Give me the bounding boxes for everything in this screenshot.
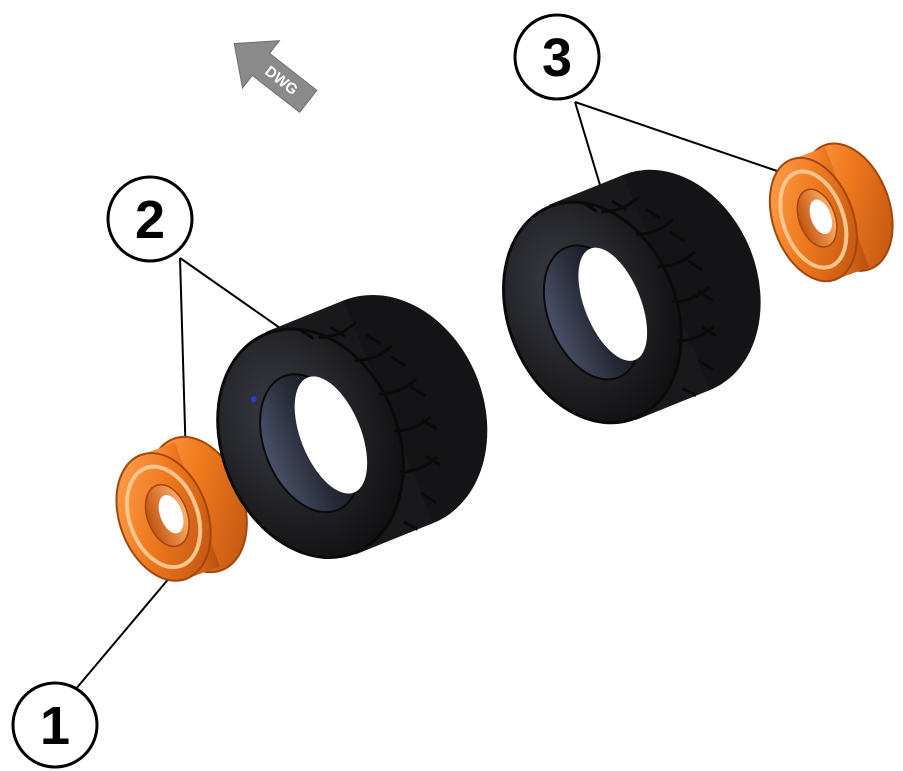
leader-line-3-rim <box>575 102 780 172</box>
rim-3 <box>753 131 903 295</box>
callout-1: 1 <box>13 683 97 767</box>
leader-line-2-tire <box>180 258 290 335</box>
callout-1-number: 1 <box>40 696 70 756</box>
leader-line-2-rim <box>180 258 186 462</box>
callout-3: 3 <box>515 15 599 99</box>
direction-arrow-icon: DWG <box>216 20 327 125</box>
tire-3 <box>471 141 793 451</box>
leader-line-1 <box>75 570 176 690</box>
leader-line-3-tire <box>575 102 600 185</box>
callout-3-number: 3 <box>542 28 572 88</box>
callout-2-number: 2 <box>135 190 165 250</box>
callout-2: 2 <box>108 177 192 261</box>
